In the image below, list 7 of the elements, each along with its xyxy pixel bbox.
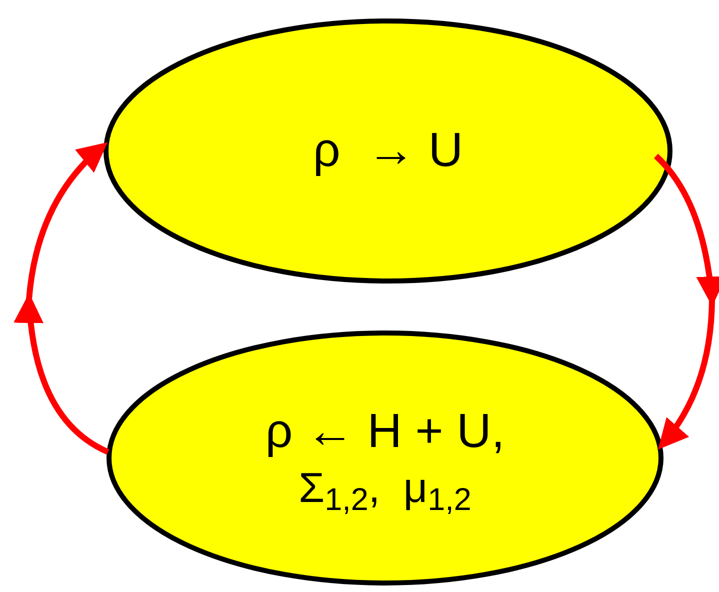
node-text: ρ → U (313, 123, 463, 179)
ellipse-node (103, 18, 673, 284)
node-text: ρ ← H + U, (265, 404, 505, 460)
node-text: Σ$_{1,2}$, μ$_{1,2}$ (298, 462, 472, 514)
ellipse-node (106, 330, 664, 586)
arrow (654, 154, 719, 450)
arrow (14, 142, 110, 455)
